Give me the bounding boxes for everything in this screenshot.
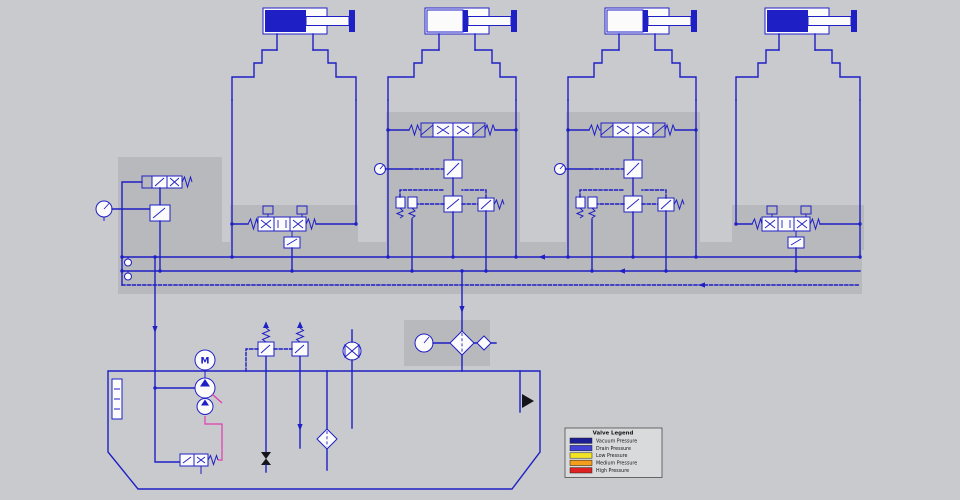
legend-title: Valve Legend xyxy=(593,431,634,437)
legend-swatch-high xyxy=(569,467,593,474)
check-valve[interactable] xyxy=(476,335,492,351)
left-panel xyxy=(118,157,222,250)
cylinder-3[interactable] xyxy=(567,7,698,258)
legend-swatch-medium xyxy=(569,459,593,466)
tank-return-flag xyxy=(519,370,534,413)
legend-label-drain: Drain Pressure xyxy=(596,446,631,452)
legend-swatch-vacuum xyxy=(569,437,593,444)
left-control-panel[interactable] xyxy=(95,175,193,286)
relief-valve-1[interactable] xyxy=(245,321,275,473)
legend-label-low: Low Pressure xyxy=(596,453,628,459)
pressure-reducing-valve[interactable] xyxy=(149,204,171,222)
power-unit[interactable]: M xyxy=(107,256,541,490)
legend-label-high: High Pressure xyxy=(596,468,629,474)
motor-label: M xyxy=(201,357,210,367)
suction-filter[interactable] xyxy=(316,370,338,471)
test-point-1[interactable] xyxy=(124,258,132,267)
hydraulic-bus xyxy=(120,254,862,288)
cylinder-2[interactable] xyxy=(387,7,518,258)
cylinder-1[interactable] xyxy=(231,7,357,258)
pump-aux[interactable] xyxy=(196,398,214,415)
legend-swatch-low xyxy=(569,452,593,459)
legend: Valve Legend Vacuum Pressure Drain Press… xyxy=(564,427,663,478)
legend-label-medium: Medium Pressure xyxy=(596,461,637,467)
reservoir[interactable] xyxy=(107,370,541,490)
return-filter[interactable] xyxy=(449,330,475,356)
filter-gauge-group[interactable] xyxy=(414,270,497,372)
flow-indicator[interactable] xyxy=(342,329,362,429)
cylinder-4[interactable] xyxy=(735,7,861,258)
relief-valve-2[interactable] xyxy=(273,321,309,449)
unloader-valve[interactable] xyxy=(179,453,219,474)
legend-label-vacuum: Vacuum Pressure xyxy=(596,438,637,444)
legend-swatch-drain xyxy=(569,445,593,452)
test-point-2[interactable] xyxy=(124,272,132,281)
